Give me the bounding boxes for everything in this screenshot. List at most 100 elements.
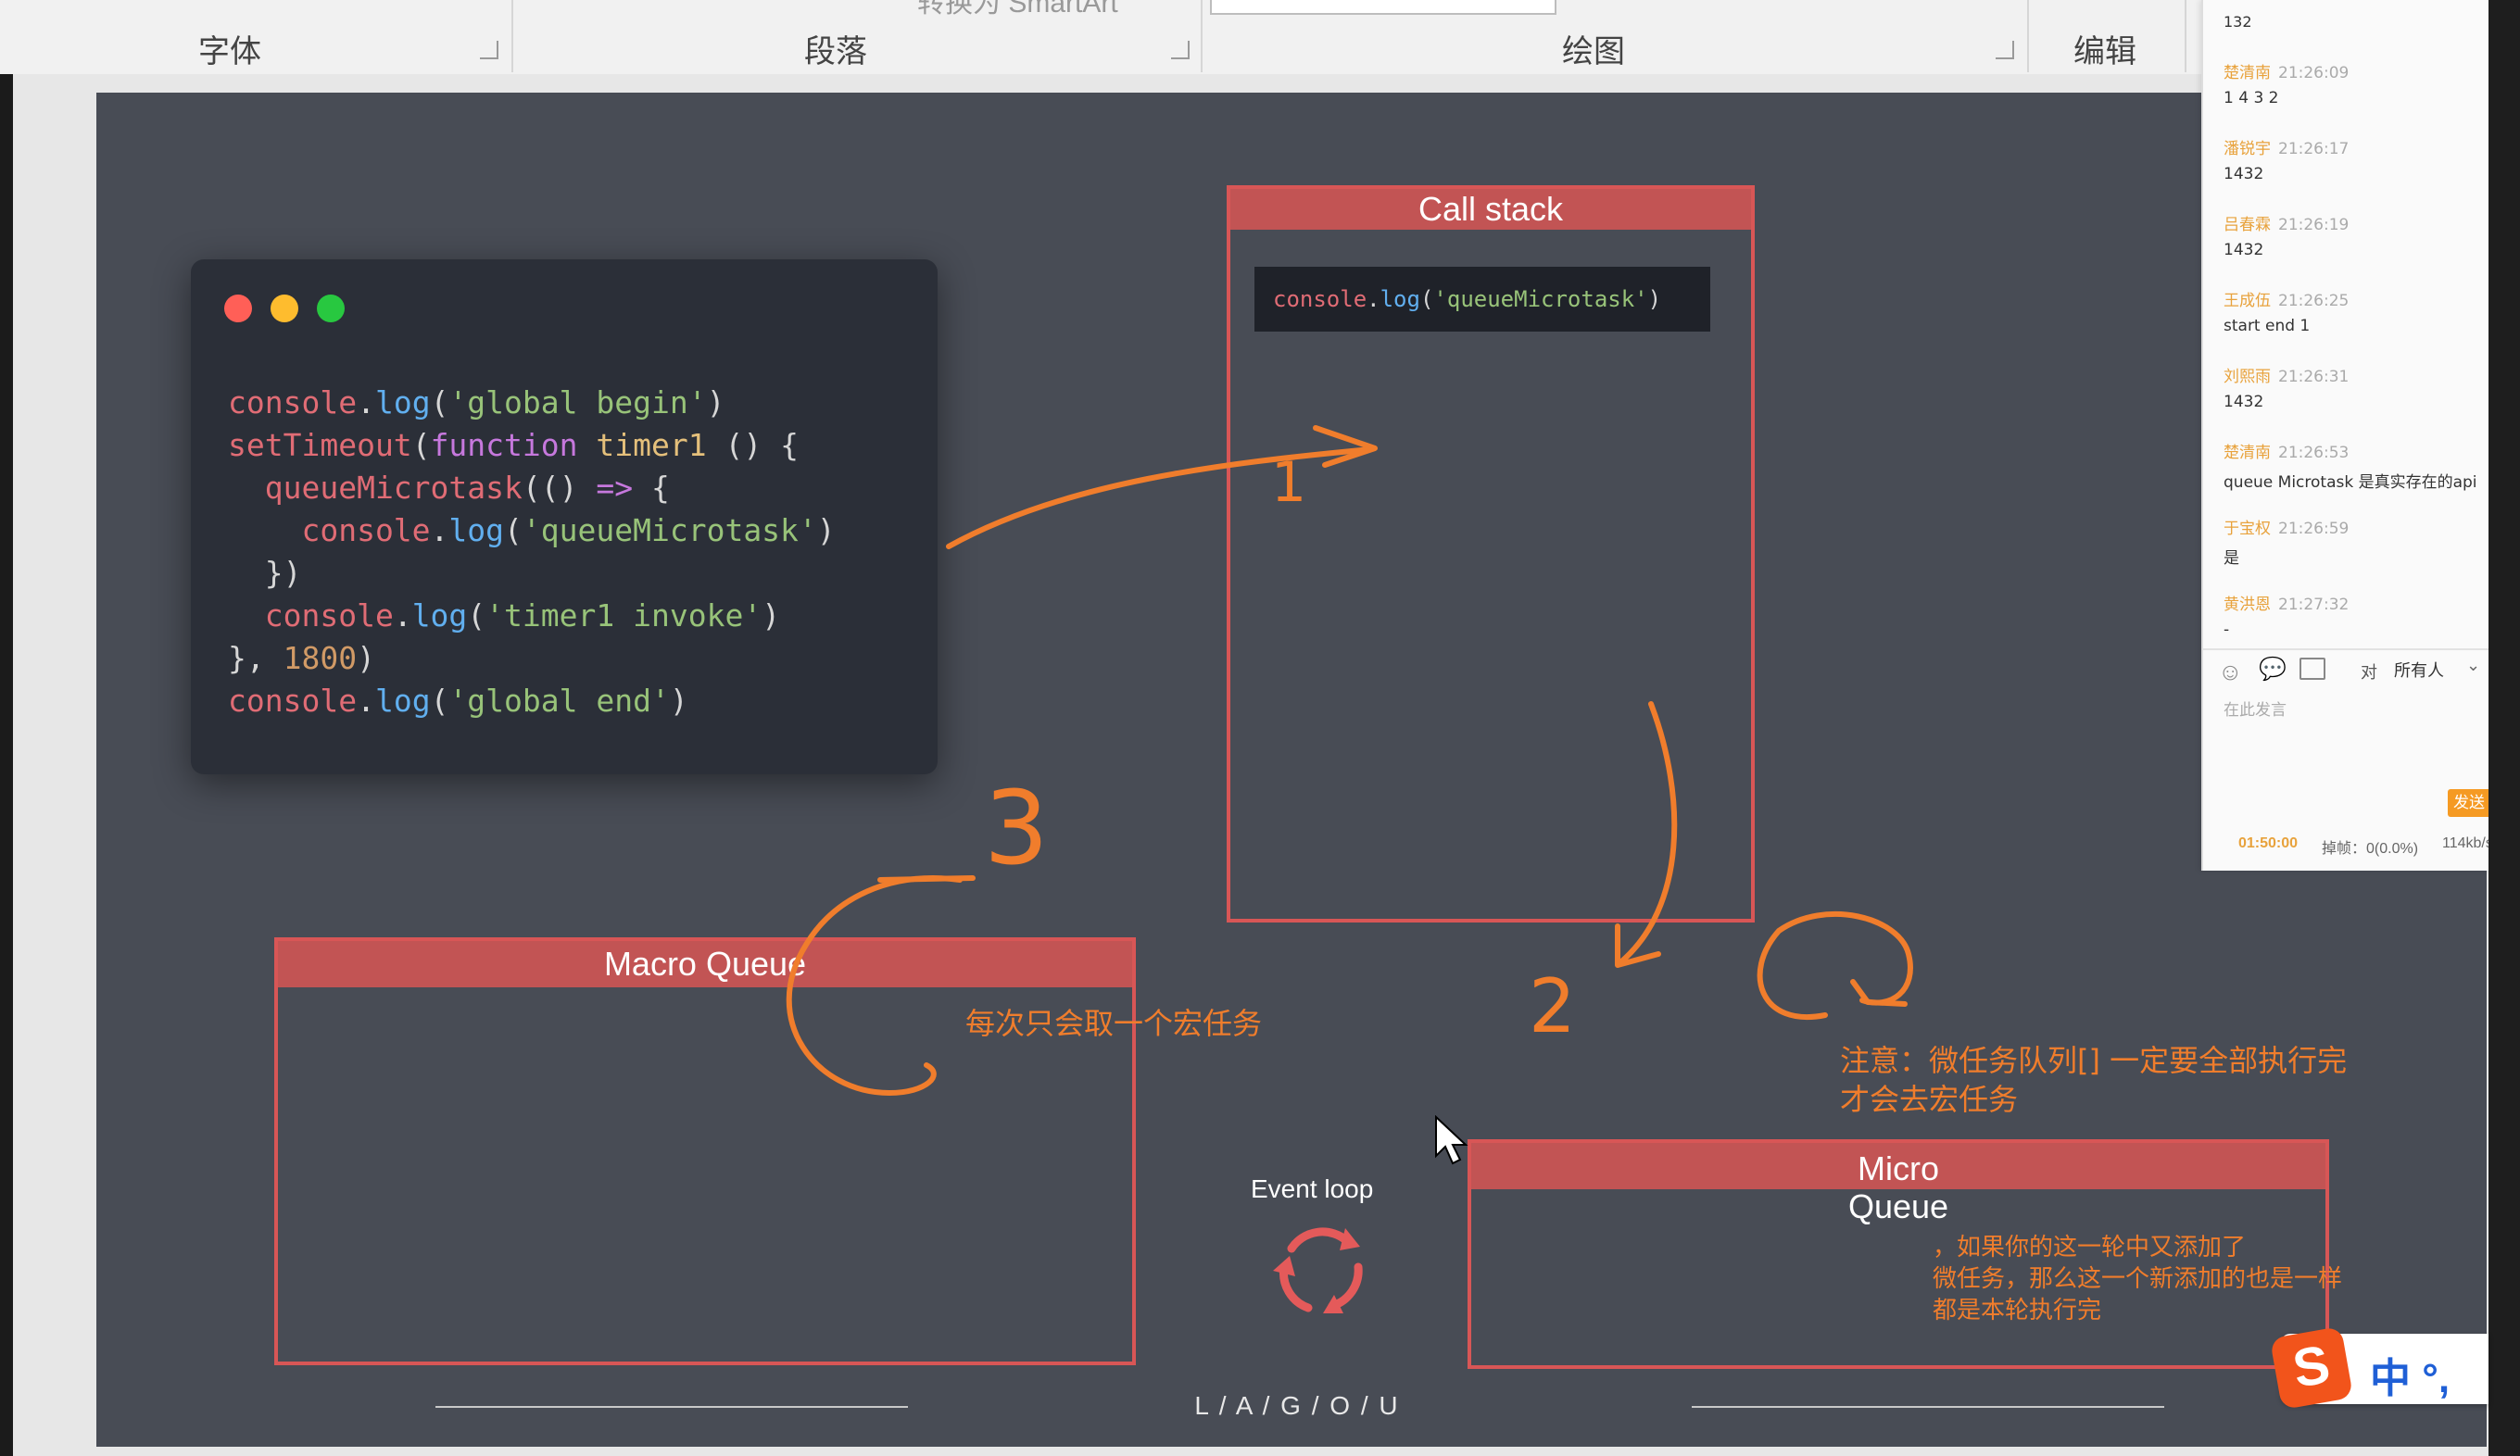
code-line: }, 1800) (228, 637, 836, 680)
close-dot-icon (224, 295, 252, 322)
code-token: () { (724, 427, 799, 463)
chat-sender: 潘锐宇 21:26:17 (2224, 135, 2349, 158)
ime-toolbar[interactable]: S 中 °, (2269, 1325, 2488, 1411)
micro-queue-note: ，如果你的这一轮中又添加了 微任务，那么这一个新添加的也是一样 都是本轮执行完 (1933, 1232, 2342, 1326)
code-token: => (596, 470, 634, 506)
shape-gallery[interactable] (1210, 0, 1556, 15)
code-token: . (357, 683, 375, 719)
code-token: 'global end' (448, 683, 670, 719)
recipient-select[interactable]: 所有人 (2394, 661, 2444, 680)
code-token: }) (228, 555, 302, 591)
code-line: console.log('global end') (228, 680, 836, 722)
comment-icon[interactable]: 💬 (2259, 657, 2287, 682)
code-token: }, (228, 640, 284, 676)
chat-timestamp: 21:27:32 (2278, 596, 2350, 614)
chat-timestamp: 21:26:53 (2278, 444, 2350, 462)
micro-queue-panel: Micro Queue (1468, 1139, 2329, 1369)
chat-message-text: 1 4 3 2 (2224, 89, 2279, 107)
chat-sender-name: 潘锐宇 (2224, 140, 2271, 158)
code-token: console (228, 384, 358, 420)
footer-brand-letters: L / A / G / O / U (1194, 1391, 1400, 1420)
image-icon[interactable] (2300, 658, 2325, 680)
macro-queue-title: Macro Queue (278, 941, 1132, 987)
code-token: function (430, 427, 578, 463)
send-button[interactable]: 发送 (2448, 789, 2490, 817)
annotation-step-3: 3 (984, 769, 1049, 887)
chat-sender-name: 楚清南 (2224, 444, 2271, 462)
chat-sender-name: 黄洪恩 (2224, 596, 2271, 614)
code-token: ( (411, 427, 431, 463)
micro-queue-title-line2: Queue (1847, 1187, 1949, 1225)
annotation-step-2: 2 (1529, 963, 1576, 1049)
frame-drop-stat: 掉帧：0(0.0%) (2322, 835, 2418, 858)
code-line: console.log('queueMicrotask') (228, 509, 835, 552)
chat-message-text: start end 1 (2224, 317, 2311, 335)
event-loop-cycle-icon (1273, 1227, 1363, 1313)
ime-mode-indicator[interactable]: 中 °, (2370, 1356, 2451, 1401)
chevron-down-icon[interactable]: ⌄ (2466, 656, 2481, 674)
chat-message-text: 1432 (2224, 393, 2264, 411)
chat-message-text: queue Microtask 是真实存在的api (2224, 473, 2477, 492)
ribbon-group-paragraph: 段落 (804, 33, 867, 70)
to-label: 对 (2361, 663, 2377, 682)
attention-note-line: 注意：微任务队列[] 一定要全部执行完 (1840, 1043, 2348, 1078)
micro-queue-title: Micro (1471, 1143, 2325, 1189)
code-token: ( (1419, 286, 1434, 312)
code-token: ( (467, 597, 486, 634)
frame-drop-label: 掉帧： (2322, 841, 2367, 857)
code-block: console.log('global begin')setTimeout(fu… (228, 382, 836, 722)
code-token: . (1367, 286, 1380, 312)
chat-timestamp: 21:26:17 (2278, 140, 2350, 158)
arrow-to-micro-queue (1617, 701, 1678, 966)
chat-timestamp: 21:26:09 (2278, 64, 2350, 82)
code-token: (() (522, 470, 597, 506)
code-token: { (633, 470, 670, 506)
ribbon-group-editing: 编辑 (2073, 33, 2136, 70)
code-token: ( (430, 384, 449, 420)
code-token: timer1 (577, 427, 725, 463)
ribbon-group-drawing: 绘图 (1562, 33, 1625, 70)
code-token: ( (504, 512, 523, 548)
chat-timestamp: 21:26:25 (2278, 292, 2350, 310)
chat-timestamp: 21:26:31 (2278, 368, 2350, 386)
micro-note-line: ，如果你的这一轮中又添加了 (1933, 1234, 2247, 1261)
font-dialog-launcher-icon[interactable] (480, 41, 498, 59)
sogou-logo-icon[interactable]: S (2269, 1325, 2354, 1411)
code-line: setTimeout(function timer1 () { (228, 424, 836, 467)
chat-message-text: 1432 (2224, 241, 2264, 259)
code-token: queueMicrotask (228, 470, 523, 506)
code-line: console.log('global begin') (228, 382, 836, 424)
ribbon-divider (511, 0, 513, 72)
call-stack-title: Call stack (1230, 189, 1751, 230)
footer-divider (435, 1406, 908, 1408)
window-edge (2488, 0, 2520, 1456)
code-token: log (448, 512, 505, 548)
chat-timestamp: 21:26:19 (2278, 216, 2350, 234)
code-token: console (228, 512, 431, 548)
code-token: ) (762, 597, 781, 634)
arrow-to-call-stack (946, 446, 1374, 549)
code-token: ) (1647, 286, 1662, 312)
footer-divider (1692, 1406, 2164, 1408)
drawing-dialog-launcher-icon[interactable] (1996, 41, 2014, 59)
chat-message-text: 1432 (2224, 165, 2264, 183)
chat-input[interactable]: 在此发言 (2224, 701, 2287, 719)
code-token: setTimeout (228, 427, 412, 463)
code-window: console.log('global begin')setTimeout(fu… (191, 259, 938, 774)
chat-message-text: 132 (2224, 13, 2252, 31)
call-stack-panel: Call stack (1227, 185, 1755, 923)
chat-sender-name: 王成伍 (2224, 292, 2271, 310)
convert-smartart-button[interactable]: 转换为 SmartArt (917, 0, 1118, 19)
attention-note-line: 才会去宏任务 (1840, 1082, 2019, 1117)
ribbon-toolbar: 转换为 SmartArt 字体 段落 绘图 编辑 (0, 0, 2520, 76)
code-token: 'queueMicrotask' (522, 512, 817, 548)
ribbon-divider (2185, 0, 2186, 72)
emoji-icon[interactable]: ☺ (2218, 658, 2243, 685)
chat-message-text: 是 (2224, 549, 2239, 568)
paragraph-dialog-launcher-icon[interactable] (1171, 41, 1190, 59)
